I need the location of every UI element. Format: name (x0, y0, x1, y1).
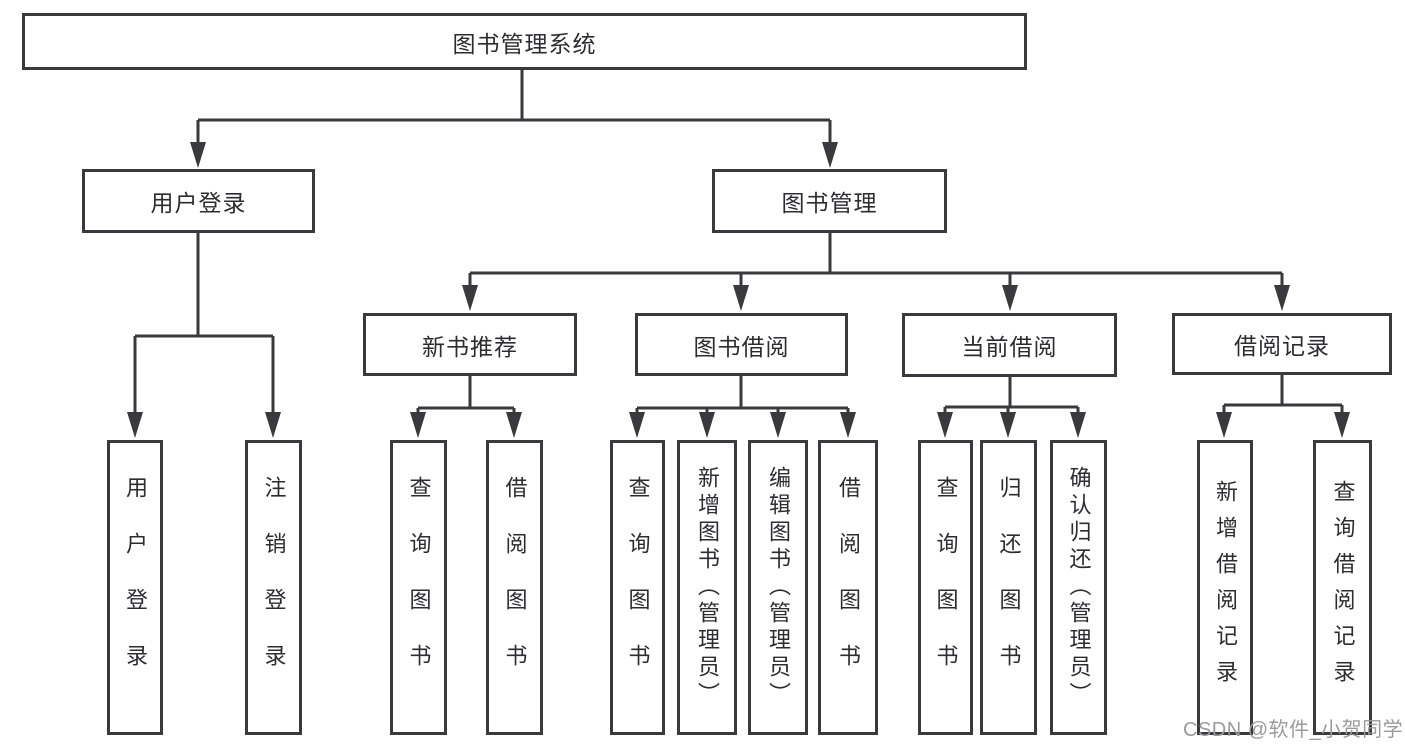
node-current-borrow-label: 当前借阅 (961, 334, 1058, 360)
leaf-user-login-label: 用户登录 (123, 475, 148, 700)
leaf-user-login: 用户登录 (107, 440, 163, 735)
arrowhead-icon (770, 412, 786, 438)
leaf-query-books-3: 查询图书 (918, 440, 973, 735)
leaf-add-books-admin-label: 新增图书（管理员） (695, 466, 720, 709)
leaf-confirm-return-admin-label: 确认归还（管理员） (1066, 466, 1092, 709)
arrowhead-icon (1216, 412, 1232, 438)
arrowhead-icon (937, 412, 953, 438)
leaf-borrow-books-1-label: 借阅图书 (502, 475, 528, 700)
node-new-book-recommend-label: 新书推荐 (422, 333, 518, 360)
arrowhead-icon (733, 285, 749, 311)
edges-borrow-to-leaves (629, 376, 856, 438)
arrowhead-icon (1274, 285, 1290, 311)
watermark-text: CSDN @软件_小贺同学 (1183, 719, 1404, 741)
node-root-label: 图书管理系统 (452, 30, 597, 57)
leaf-query-borrow-record-label: 查询借阅记录 (1330, 479, 1356, 696)
edges-login-to-leaves (127, 233, 281, 438)
leaf-borrow-books-2-label: 借阅图书 (836, 475, 861, 700)
leaf-edit-books-admin-label: 编辑图书（管理员） (766, 466, 791, 709)
arrowhead-icon (190, 142, 206, 168)
arrowhead-icon (265, 412, 281, 438)
arrowhead-icon (506, 412, 522, 438)
node-book-mgmt-label: 图书管理 (781, 190, 878, 216)
arrowhead-icon (1002, 285, 1018, 311)
arrowhead-icon (127, 412, 143, 438)
leaf-return-books-label: 归还图书 (996, 475, 1022, 700)
arrowhead-icon (462, 285, 478, 311)
arrowhead-icon (840, 412, 856, 438)
edges-records-to-leaves (1216, 375, 1350, 438)
node-current-borrow: 当前借阅 (902, 313, 1117, 377)
arrowhead-icon (822, 142, 838, 168)
edges-mgmt-to-level3 (462, 233, 1290, 311)
leaf-edit-books-admin: 编辑图书（管理员） (748, 440, 808, 735)
edges-root-to-level2 (190, 70, 838, 168)
leaf-query-books-2-label: 查询图书 (625, 475, 651, 700)
arrowhead-icon (1334, 412, 1350, 438)
leaf-add-borrow-record: 新增借阅记录 (1197, 440, 1253, 735)
node-root: 图书管理系统 (22, 13, 1027, 70)
leaf-query-books-2: 查询图书 (610, 440, 665, 735)
edges-newbook-to-leaves (410, 376, 522, 438)
node-user-login-label: 用户登录 (150, 190, 247, 216)
node-book-borrow: 图书借阅 (635, 313, 848, 376)
leaf-query-books-3-label: 查询图书 (933, 475, 959, 700)
node-book-mgmt: 图书管理 (712, 169, 947, 233)
leaf-return-books: 归还图书 (980, 440, 1037, 735)
node-borrow-records: 借阅记录 (1172, 313, 1392, 375)
leaf-add-books-admin: 新增图书（管理员） (677, 440, 737, 735)
leaf-query-borrow-record: 查询借阅记录 (1313, 440, 1372, 735)
leaf-logout: 注销登录 (245, 440, 302, 735)
leaf-add-borrow-record-label: 新增借阅记录 (1213, 479, 1238, 696)
leaf-query-books-1-label: 查询图书 (406, 475, 432, 700)
leaf-query-books-1: 查询图书 (390, 440, 447, 735)
leaf-confirm-return-admin: 确认归还（管理员） (1050, 440, 1107, 735)
leaf-borrow-books-1: 借阅图书 (486, 440, 543, 735)
node-new-book-recommend: 新书推荐 (363, 313, 577, 376)
node-book-borrow-label: 图书借阅 (693, 333, 790, 360)
node-user-login: 用户登录 (82, 169, 315, 233)
node-borrow-records-label: 借阅记录 (1234, 333, 1330, 359)
arrowhead-icon (410, 412, 426, 438)
leaf-borrow-books-2: 借阅图书 (818, 440, 878, 735)
edges-current-to-leaves (937, 377, 1086, 438)
arrowhead-icon (629, 412, 645, 438)
arrowhead-icon (699, 412, 715, 438)
arrowhead-icon (1070, 412, 1086, 438)
arrowhead-icon (1000, 412, 1016, 438)
leaf-logout-label: 注销登录 (261, 475, 287, 700)
